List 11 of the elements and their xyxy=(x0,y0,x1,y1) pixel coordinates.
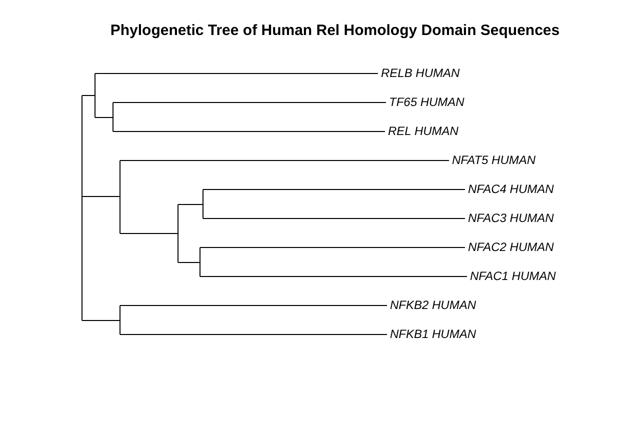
leaf-label: NFAC4 HUMAN xyxy=(468,182,554,196)
leaf-label: TF65 HUMAN xyxy=(389,95,464,109)
leaf-label: NFAT5 HUMAN xyxy=(452,153,536,167)
leaf-label: NFKB2 HUMAN xyxy=(390,298,476,312)
leaf-label: NFAC2 HUMAN xyxy=(468,240,554,254)
leaf-label: RELB HUMAN xyxy=(381,66,460,80)
chart-title: Phylogenetic Tree of Human Rel Homology Domain Sequences xyxy=(109,22,561,39)
leaf-label: NFKB1 HUMAN xyxy=(390,327,476,341)
leaf-label: NFAC3 HUMAN xyxy=(468,211,554,225)
leaf-label: REL HUMAN xyxy=(388,124,458,138)
leaf-label: NFAC1 HUMAN xyxy=(470,269,556,283)
